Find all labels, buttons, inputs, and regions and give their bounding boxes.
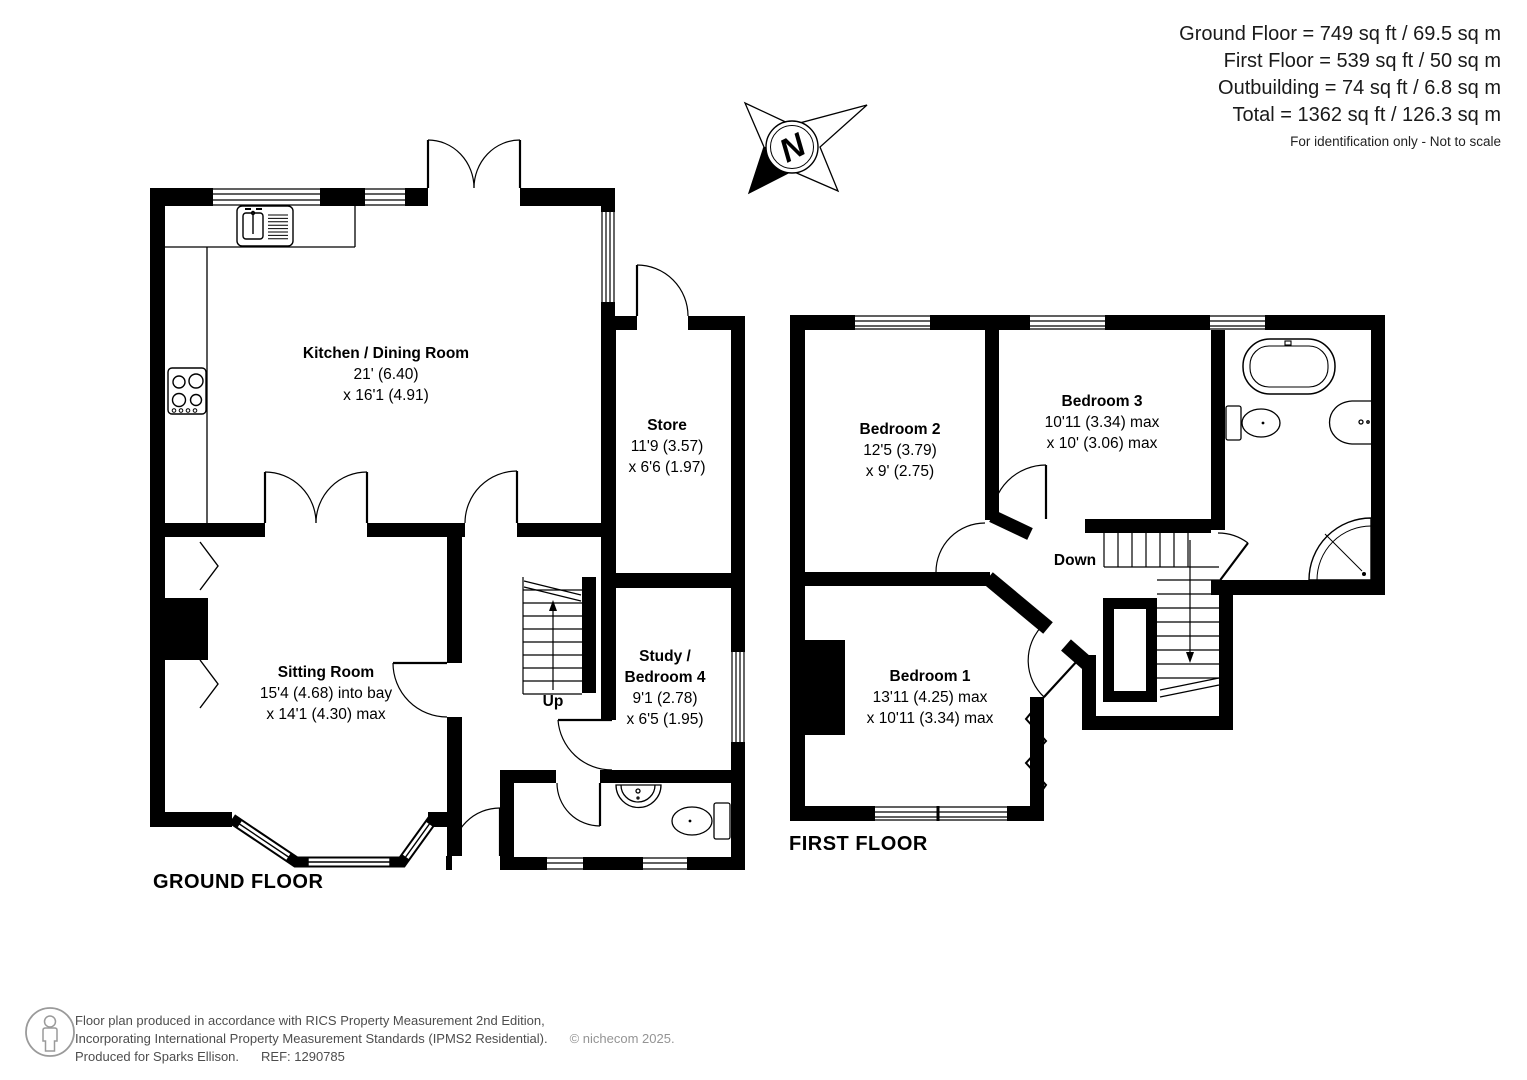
kitchen-sink-icon xyxy=(236,205,294,247)
stairs-down xyxy=(1103,519,1220,702)
first-floor-walls xyxy=(790,315,1385,821)
shower-icon xyxy=(1308,517,1372,581)
hob-icon xyxy=(167,367,207,415)
wc-basin-icon xyxy=(615,784,662,809)
footer-line1: Floor plan produced in accordance with R… xyxy=(75,1013,545,1028)
basin-icon xyxy=(1328,400,1371,445)
ground-floor-title: GROUND FLOOR xyxy=(153,871,324,893)
wc-toilet-icon xyxy=(671,802,731,840)
scale-disclaimer: For identification only - Not to scale xyxy=(1290,134,1501,149)
footer: Floor plan produced in accordance with R… xyxy=(75,1012,675,1066)
area-summary-total: Total = 1362 sq ft / 126.3 sq m xyxy=(1232,104,1502,126)
stairs-up xyxy=(522,577,582,695)
bay-window xyxy=(228,814,438,868)
first-floor-plan xyxy=(790,315,1385,821)
room-label-bedroom1: Bedroom 1 13'11 (4.25) max x 10'11 (3.34… xyxy=(866,668,994,727)
footer-line3: Produced for Sparks Ellison.REF: 1290785 xyxy=(75,1049,345,1064)
footer-line2: Incorporating International Property Mea… xyxy=(75,1031,675,1046)
first-floor-doors xyxy=(935,464,1249,698)
ground-floor-walls xyxy=(150,188,745,870)
kitchen-counter xyxy=(165,206,356,523)
first-floor-wall-diagonals xyxy=(983,510,1095,672)
footer-ref: REF: 1290785 xyxy=(261,1049,345,1064)
ground-floor-plan xyxy=(150,139,745,870)
sitting-room-alcove-lines xyxy=(199,541,219,709)
room-label-bedroom3: Bedroom 3 10'11 (3.34) max x 10' (3.06) … xyxy=(1044,393,1160,452)
nichecom-credit: © nichecom 2025. xyxy=(569,1031,675,1046)
info-person-icon xyxy=(25,1007,75,1057)
compass-icon: N xyxy=(743,101,868,195)
area-summary-ground: Ground Floor = 749 sq ft / 69.5 sq m xyxy=(1179,23,1501,45)
toilet-icon xyxy=(1225,405,1281,441)
room-label-sitting-room: Sitting Room 15'4 (4.68) into bay x 14'1… xyxy=(259,664,393,723)
bath-icon xyxy=(1242,338,1336,395)
ground-floor-windows xyxy=(213,188,745,870)
ground-floor-doors xyxy=(263,139,689,857)
area-summary: Ground Floor = 749 sq ft / 69.5 sq m Fir… xyxy=(1179,21,1501,151)
room-label-bedroom2: Bedroom 2 12'5 (3.79) x 9' (2.75) xyxy=(859,421,941,480)
room-label-store: Store 11'9 (3.57) x 6'6 (1.97) xyxy=(628,417,706,476)
area-summary-first: First Floor = 539 sq ft / 50 sq m xyxy=(1223,50,1501,72)
room-label-study-bedroom4: Study / Bedroom 4 9'1 (2.78) x 6'5 (1.95… xyxy=(624,648,706,728)
first-floor-title: FIRST FLOOR xyxy=(789,833,928,855)
stairs-up-label: Up xyxy=(542,693,564,710)
room-label-kitchen: Kitchen / Dining Room 21' (6.40) x 16'1 … xyxy=(302,345,470,404)
first-floor-windows xyxy=(855,315,1265,821)
area-summary-outbuilding: Outbuilding = 74 sq ft / 6.8 sq m xyxy=(1218,77,1501,99)
stairs-down-label: Down xyxy=(1053,552,1097,569)
bedroom1-zigzag-wall xyxy=(1024,696,1048,807)
